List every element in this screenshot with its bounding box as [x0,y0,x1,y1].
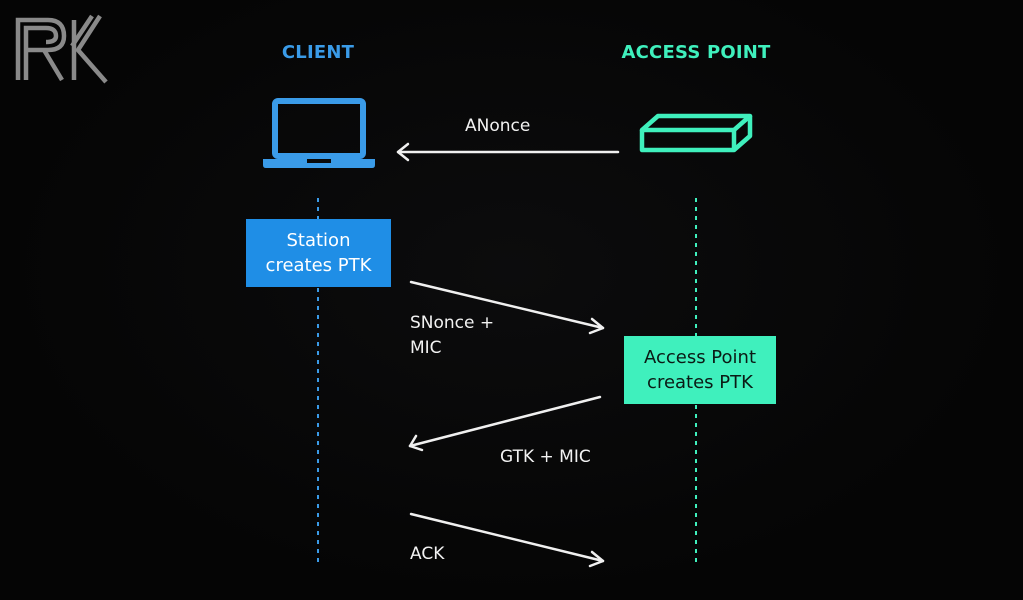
station-box-line-1: Station [286,230,351,251]
client-header: CLIENT [281,42,355,63]
access-point-box-background [624,336,776,404]
laptop-icon [263,98,375,168]
anonce-arrow [396,142,620,162]
anonce-label: ANonce [465,114,530,139]
snonce-mic-arrow [409,280,605,335]
anonce-label-line-1: ANonce [465,116,531,136]
snonce-label-line-2: MIC [410,338,442,358]
snonce-mic-label: SNonce + MIC [410,311,494,361]
access-point-creates-ptk-box: Access Point creates PTK [624,336,776,404]
gtk-mic-arrow [408,395,602,452]
ack-label: ACK [410,542,444,567]
station-box-background [246,219,391,287]
ack-label-line-1: ACK [410,544,445,564]
ap-box-line-1: Access Point [643,347,757,368]
gtk-mic-label: GTK + MIC [500,445,591,470]
access-point-device-icon [639,113,753,153]
ap-box-line-2: creates PTK [647,372,753,393]
gtk-label-line-1: GTK + MIC [500,447,591,467]
access-point-header: ACCESS POINT [621,42,771,63]
ack-arrow [409,512,605,568]
snonce-label-line-1: SNonce + [410,313,495,333]
station-box-line-2: creates PTK [265,255,372,276]
rk-logo [15,14,108,84]
station-creates-ptk-box: Station creates PTK [246,219,391,287]
